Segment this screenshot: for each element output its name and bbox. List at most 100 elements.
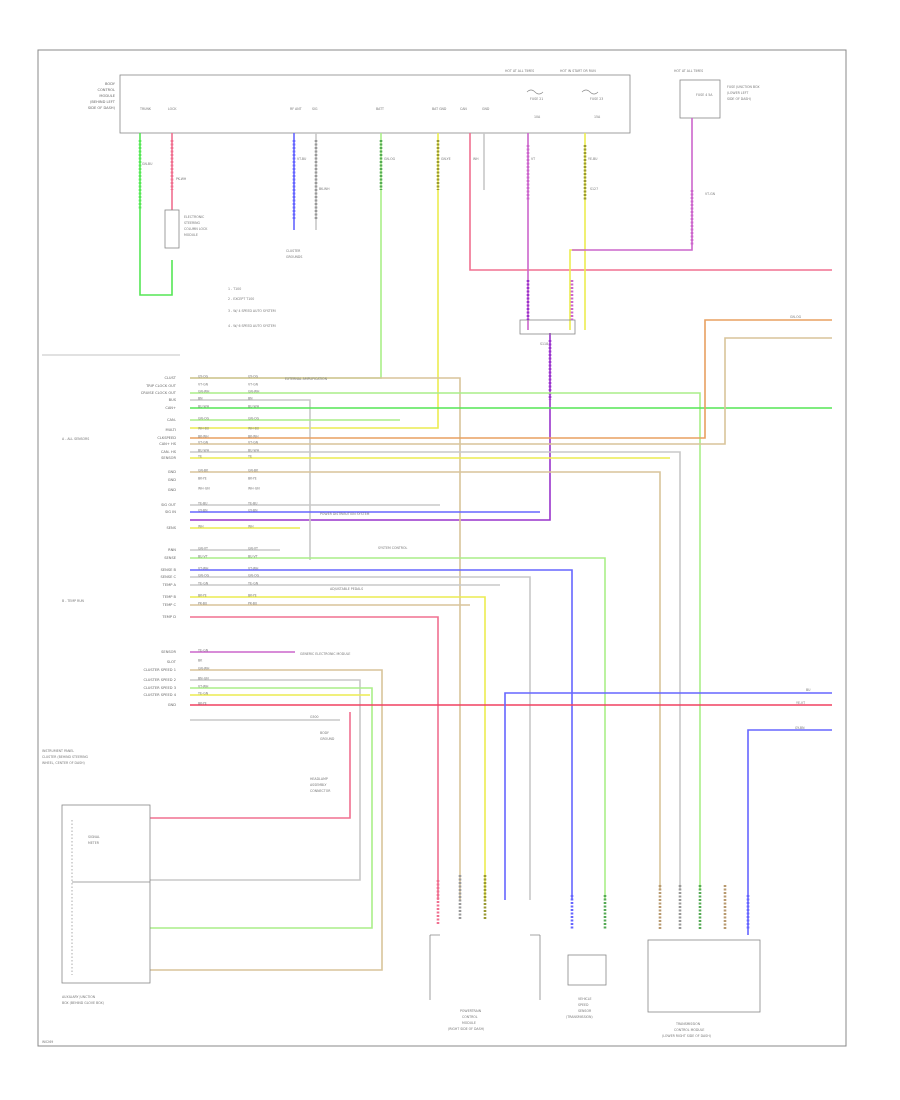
low-pin-label: SENSOR — [161, 650, 176, 654]
top-wire-code-6: GN-YE — [441, 157, 451, 161]
gnd-4: HEADLAMP — [310, 777, 328, 781]
top-module-label-3: MODULE — [99, 94, 115, 98]
mid-pin-label: GND — [168, 470, 176, 474]
mid-wire-code: VT-GN — [198, 440, 209, 444]
sensor-line-3: COLUMN LOCK — [184, 227, 208, 231]
junction-title-2: BOX (BEHIND GLOVE BOX) — [62, 1001, 104, 1005]
wire-yellow-fuse2 — [569, 133, 586, 330]
mid-pin-label: CLKSPEED — [157, 436, 176, 440]
top-module-pin-6: BAT GND — [432, 107, 447, 111]
mid-pin-label: TEMP B — [162, 595, 177, 599]
splice-block — [519, 319, 576, 335]
fuse-name-1: FUSE 21 — [530, 97, 543, 101]
gnd-2: BODY — [320, 731, 329, 735]
mid-wire-10 — [190, 471, 661, 890]
tcm-title-2: CONTROL MODULE — [674, 1028, 704, 1032]
mid-wire-code: BK-YE — [198, 476, 207, 480]
vss-title-4: (TRANSMISSION) — [566, 1015, 593, 1019]
wire-yellow-gnd — [190, 133, 439, 429]
low-pin-label: SLOT — [167, 660, 177, 664]
mid-wire-code: BU-WH — [198, 404, 210, 408]
top-module: BODY CONTROL MODULE (BEHIND LEFT SIDE OF… — [88, 69, 631, 346]
note-3: 3 - W/ 4 SPEED AUTO SYSTEM — [228, 309, 276, 313]
mid-pin-label: CAN- HS — [161, 450, 177, 454]
footer-code: W0269 — [42, 1040, 53, 1044]
lower-title-2: CLUSTER (BEHIND STEERING — [42, 755, 89, 759]
mid-wire-code-b: BK-YE — [248, 476, 257, 480]
gnd-5: ASSEMBLY — [310, 783, 327, 787]
lower-title-3: WHEEL, CENTER OF DASH) — [42, 761, 85, 765]
mid-wire-code-b: VT-WH — [248, 566, 259, 570]
mid-wire-16 — [190, 569, 573, 900]
mid-wire-code: GY-OG — [198, 374, 209, 378]
mid-wire-code: BK-WH — [198, 434, 209, 438]
lower-wire-7 — [504, 692, 832, 900]
mid-wire-code-b: GY-BN — [248, 508, 258, 512]
low-wire-code: YE-GN — [198, 648, 209, 652]
pcm-title-2: CONTROL — [462, 1015, 478, 1019]
mid-wire-code-b: GN-BK — [248, 468, 259, 472]
mid-wire-code: GN-VT — [198, 546, 208, 550]
low-pin-label: CLUSTER SPEED 1 — [143, 668, 176, 672]
right-label-2: BU — [806, 688, 811, 692]
low-wire-code: BK-YE — [198, 701, 207, 705]
fuse-label-2: HOT IN START OR RUN — [560, 69, 596, 73]
mid-pin-label: TEMP A — [162, 583, 177, 587]
mid-wire-code-b: BU-WH — [248, 448, 260, 452]
gnd-3: GROUND — [320, 737, 335, 741]
mid-wire-code-b: WH-BU — [248, 426, 260, 430]
top-wire-codes: GN-BU PK-WH VT-BU BK-WH GN-OG GN-YE WH V… — [142, 157, 598, 191]
junction-box — [61, 804, 151, 984]
top-module-label-4: (BEHIND LEFT — [90, 100, 116, 104]
mid-pin-label: SENSE — [164, 556, 177, 560]
mid-note-1: EXTERNAL AMPLIFICATION — [285, 377, 328, 381]
mid-pin-label: SIG OUT — [161, 503, 177, 507]
mid-wire-8 — [190, 451, 681, 890]
top-module-pin-3: RF ANT — [290, 107, 302, 111]
top-module-label-1: BODY — [105, 82, 116, 86]
top-wire-code-7: WH — [473, 157, 479, 161]
low-wire-code: BN-GN — [198, 676, 209, 680]
mid-wire-code: WH-GN — [198, 486, 210, 490]
top-wires — [139, 118, 832, 521]
top-right-box-line-2: (LOWER LEFT — [727, 91, 748, 95]
mid-wire-code: GN-OG — [198, 416, 210, 420]
top-right-box-line-1: FUSE JUNCTION BOX — [727, 85, 760, 89]
left-notes: 1 - T100 2 - EXCEPT T100 3 - W/ 4 SPEED … — [228, 287, 276, 328]
fuse-label-1: HOT AT ALL TIMES — [505, 69, 534, 73]
mid-pin-label: BUS — [169, 398, 177, 402]
wire-green-loop — [139, 133, 173, 296]
right-label-4: GY-BN — [795, 726, 805, 730]
mid-wire-code-b: WH — [248, 524, 254, 528]
top-module-label-5: SIDE OF DASH) — [88, 106, 116, 110]
mid-wire-code-b: WH-GN — [248, 486, 260, 490]
mid-wire-code: GY-BN — [198, 508, 208, 512]
mid-pin-label: TRIP CLOCK OUT — [145, 384, 177, 388]
middle-wires — [150, 319, 832, 971]
mid-wire-code-b: BU-WH — [248, 404, 260, 408]
low-pin-label: CLUSTER SPEED 3 — [143, 686, 176, 690]
fuse-symbol-2 — [581, 89, 599, 95]
top-right-fuse-box — [679, 79, 721, 119]
gnd-6: CONNECTOR — [310, 789, 331, 793]
mid-wire-code: WH — [198, 524, 204, 528]
top-wire-code-3: VT-BU — [297, 157, 307, 161]
low-pin-label: CLUSTER SPEED 2 — [143, 678, 176, 682]
mid-wire-code-b: GN-WH — [248, 389, 260, 393]
mid-wire-code-b: YE — [248, 454, 252, 458]
mid-wire-21 — [190, 616, 439, 900]
note-1: 1 - T100 — [228, 287, 241, 291]
pcm-title-4: (RIGHT SIDE OF DASH) — [448, 1027, 484, 1031]
lower-title-1: INSTRUMENT PANEL — [42, 749, 74, 753]
diagram-frame — [37, 49, 847, 1047]
fuse-symbol-1 — [526, 89, 544, 95]
top-wire-code-5: GN-OG — [384, 157, 396, 161]
low-wire-code: BK — [198, 658, 203, 662]
mid-wire-code: YE-BU — [198, 501, 208, 505]
top-right-hot-label: HOT AT ALL TIMES — [674, 69, 703, 73]
note-2: 2 - EXCEPT T100 — [228, 297, 254, 301]
top-module-pin-2: LOCK — [168, 107, 177, 111]
group-label-2: B - TEMP RUN — [62, 599, 85, 603]
s-label-2: S118 — [540, 342, 548, 346]
